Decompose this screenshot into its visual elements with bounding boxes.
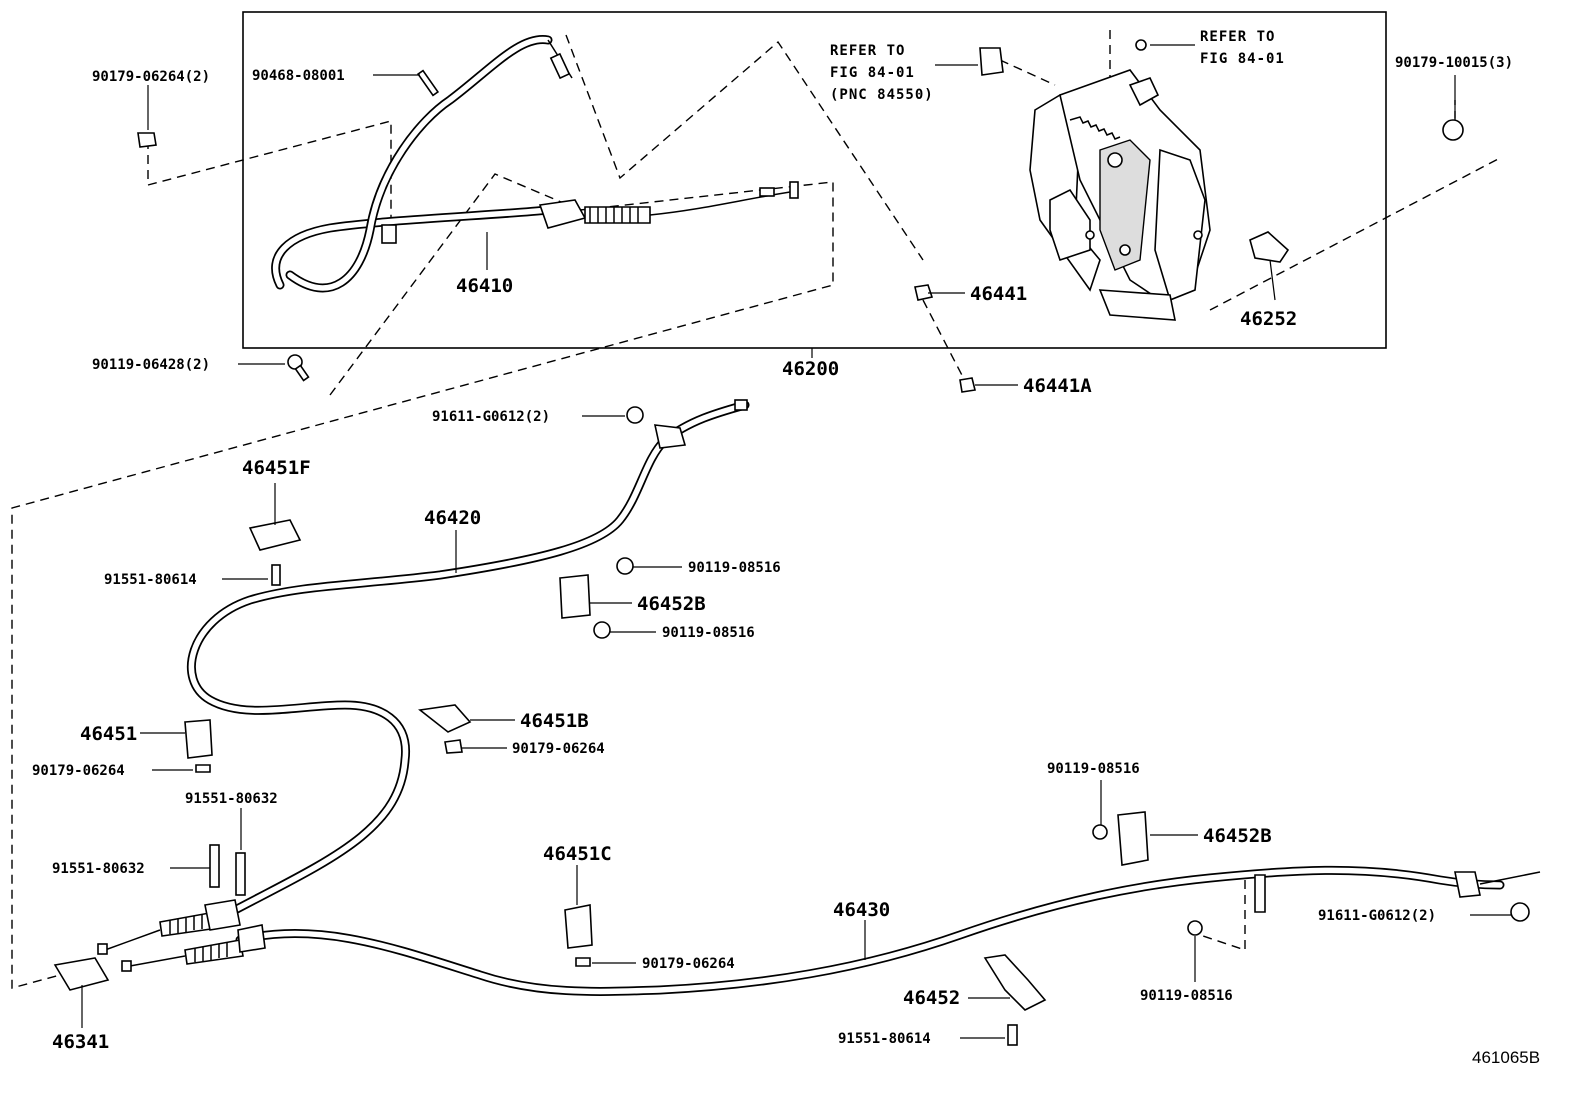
dashed-connection-lines [11,30,1501,989]
callout-46441A: 46441A [1023,375,1092,397]
callout-46452B-upper: 46452B [637,593,706,615]
callout-90119-08516-d: 90119-08516 [1140,988,1233,1004]
cable-46410 [271,35,799,293]
callout-91611-G0612-2-upper: 91611-G0612(2) [432,409,550,425]
callout-46451F: 46451F [242,457,311,479]
figure-code: 461065B [1472,1048,1540,1067]
nut-90179-06264 [137,132,157,148]
callout-91551-80632-a: 91551-80632 [185,791,278,807]
refer-right-line2: FIG 84-01 [1200,51,1285,67]
callout-46452: 46452 [903,987,960,1009]
callout-46410: 46410 [456,275,513,297]
callout-90179-10015-3: 90179-10015(3) [1395,55,1513,71]
callout-91551-80614-upper: 91551-80614 [104,572,197,588]
callout-90179-06264-d: 90179-06264 [642,956,735,972]
grommet-46441 [914,284,934,301]
callout-46430: 46430 [833,899,890,921]
callout-91551-80632-b: 91551-80632 [52,861,145,877]
cable-46420 [187,399,750,915]
callout-90119-08516-a: 90119-08516 [688,560,781,576]
nut-90179-10015 [1442,119,1464,141]
callout-46452B-lower: 46452B [1203,825,1272,847]
small-hardware [184,406,1530,1046]
leader-lines [81,44,1512,1039]
callout-90119-08516-c: 90119-08516 [1047,761,1140,777]
callout-46341: 46341 [52,1031,109,1053]
callout-46420: 46420 [424,507,481,529]
callout-46451C: 46451C [543,843,612,865]
refer-right-line1: REFER TO [1200,29,1275,45]
grommet-46441A [959,377,976,393]
clip-90468-08001 [416,69,440,97]
refer-left-line1: REFER TO [830,43,905,59]
bolt-90119-06428 [287,354,310,382]
part-46252 [1249,231,1290,263]
callout-91551-80614-lower: 91551-80614 [838,1031,931,1047]
group-box-46200 [242,11,1387,349]
callout-90179-06264-c: 90179-06264 [32,763,125,779]
cable-46430 [235,865,1541,996]
refer-left-line2: FIG 84-01 [830,65,915,81]
part-46341 [53,957,110,991]
callout-90179-06264-2: 90179-06264(2) [92,69,210,85]
callout-labels: 90179-06264(2) 90468-08001 46410 90119-0… [32,55,1513,1053]
callout-90468-08001: 90468-08001 [252,68,345,84]
callout-90119-08516-b: 90119-08516 [662,625,755,641]
cable-ends-lower-left [97,899,266,972]
refer-left-line3: (PNC 84550) [830,87,934,103]
callout-46252: 46252 [1240,308,1297,330]
callout-46451: 46451 [80,723,137,745]
refer-notes: REFER TO FIG 84-01 (PNC 84550) REFER TO … [830,29,1285,103]
callout-90119-06428-2: 90119-06428(2) [92,357,210,373]
callout-90179-06264-b: 90179-06264 [512,741,605,757]
callout-46200: 46200 [782,358,839,380]
callout-46451B: 46451B [520,710,589,732]
pedal-bracket-assembly [979,39,1211,321]
callout-91611-G0612-2-lower: 91611-G0612(2) [1318,908,1436,924]
callout-46441: 46441 [970,283,1027,305]
